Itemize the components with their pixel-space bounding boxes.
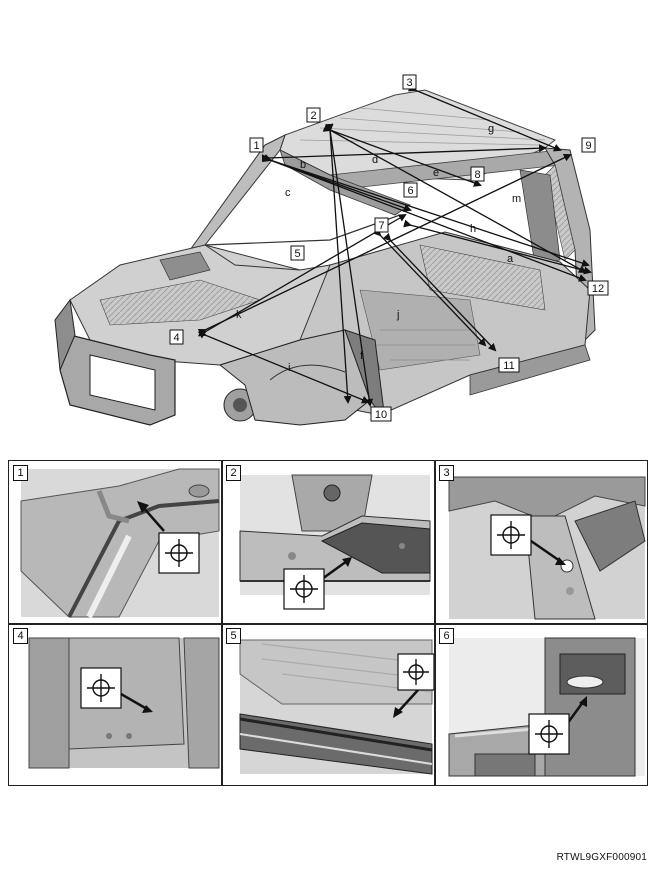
point-label-8: 8 xyxy=(470,166,485,182)
body-diagram: 1 2 3 4 5 6 7 8 9 10 11 12 a b c d e f g… xyxy=(54,74,609,426)
segment-label-i: i xyxy=(288,362,290,374)
svg-text:7: 7 xyxy=(378,220,384,232)
point-label-5: 5 xyxy=(290,245,305,261)
svg-text:9: 9 xyxy=(585,140,591,152)
point-label-7: 7 xyxy=(374,217,389,233)
svg-text:5: 5 xyxy=(294,248,300,260)
detail-number-4: 4 xyxy=(13,628,28,644)
svg-text:12: 12 xyxy=(592,283,604,295)
detail-view-1: 1 xyxy=(9,461,221,623)
point-label-11: 11 xyxy=(498,357,520,373)
svg-text:4: 4 xyxy=(173,332,179,344)
segment-label-g: g xyxy=(488,123,494,135)
detail-view-4: 4 xyxy=(9,624,221,786)
segment-label-a: a xyxy=(507,253,514,265)
svg-text:2: 2 xyxy=(310,110,316,122)
svg-text:6: 6 xyxy=(407,185,413,197)
point-label-2: 2 xyxy=(306,107,321,123)
detail-number-5: 5 xyxy=(226,628,241,644)
segment-label-c: c xyxy=(285,187,291,199)
segment-label-h: h xyxy=(470,223,476,235)
detail-view-3: 3 xyxy=(435,461,647,623)
measurement-lines xyxy=(197,84,592,407)
point-label-12: 12 xyxy=(587,280,609,296)
segment-label-k: k xyxy=(236,309,242,321)
segment-label-d: d xyxy=(372,154,378,166)
detail-number-3: 3 xyxy=(439,465,454,481)
point-label-6: 6 xyxy=(403,182,418,198)
svg-text:3: 3 xyxy=(406,77,412,89)
svg-text:1: 1 xyxy=(253,140,259,152)
segment-label-e: e xyxy=(433,167,439,179)
detail-number-1: 1 xyxy=(13,465,28,481)
detail-view-grid: 1 2 xyxy=(8,460,648,786)
detail-view-2: 2 xyxy=(222,461,434,623)
segment-label-m: m xyxy=(512,193,521,205)
point-label-1: 1 xyxy=(249,137,264,153)
point-label-3: 3 xyxy=(402,74,417,90)
document-code: RTWL9GXF000901 xyxy=(556,852,647,863)
point-label-10: 10 xyxy=(370,406,392,422)
svg-text:8: 8 xyxy=(474,169,480,181)
svg-text:10: 10 xyxy=(375,409,387,421)
svg-text:11: 11 xyxy=(503,360,514,372)
detail-number-6: 6 xyxy=(439,628,454,644)
point-label-4: 4 xyxy=(169,329,184,345)
point-label-9: 9 xyxy=(581,137,596,153)
segment-label-b: b xyxy=(300,159,306,171)
detail-view-6: 6 xyxy=(435,624,647,786)
detail-number-2: 2 xyxy=(226,465,241,481)
detail-view-5: 5 xyxy=(222,624,434,786)
segment-label-j: j xyxy=(396,309,399,321)
segment-label-f: f xyxy=(360,350,364,362)
